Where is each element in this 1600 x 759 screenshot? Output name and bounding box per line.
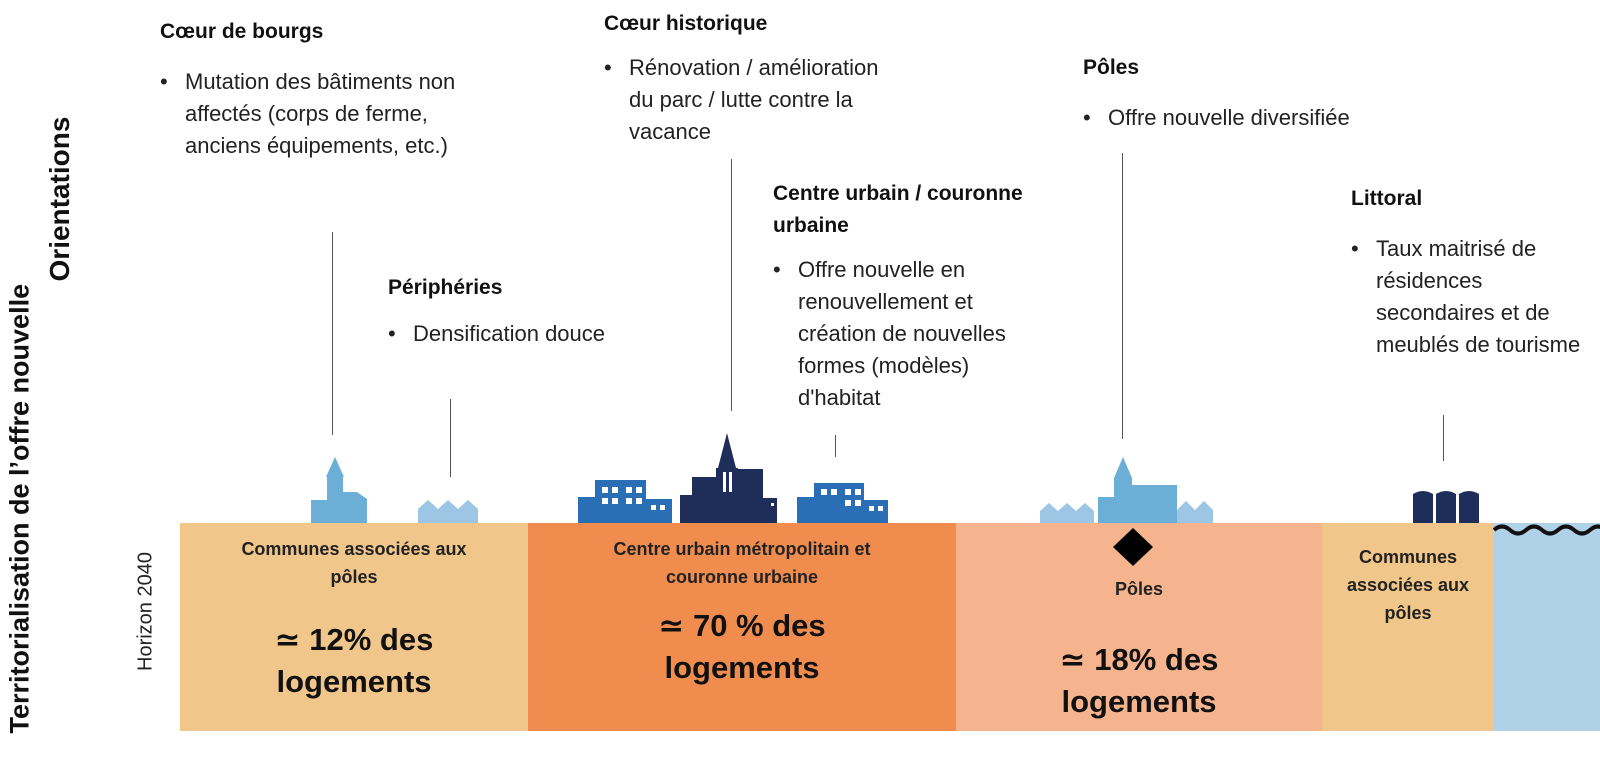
seaside-houses-icon: [1413, 491, 1479, 523]
orientation-item: Rénovation / amélioration du parc / lutt…: [604, 52, 894, 148]
orientation-centre-urbain: Centre urbain / couronne urbaine Offre n…: [773, 178, 1038, 414]
orientation-item: Densification douce: [388, 318, 648, 350]
connector-line: [1122, 153, 1123, 439]
orientation-title: Cœur de bourgs: [160, 20, 324, 43]
band-title: Pôles: [1114, 579, 1164, 599]
band-title: Communes associées aux pôles: [241, 539, 467, 587]
town-buildings-icon: [1040, 457, 1213, 523]
band-communes-associees: Communes associées aux pôles ≃ 12% des l…: [180, 523, 528, 731]
orientation-coeur-historique: Cœur historique Rénovation / amélioratio…: [604, 8, 894, 148]
connector-line: [332, 232, 333, 435]
orientation-littoral: Littoral Taux maitrisé de résidences sec…: [1351, 183, 1596, 361]
orientation-title: Centre urbain / couronne urbaine: [773, 182, 1023, 237]
connector-line: [450, 399, 451, 477]
window-marks: [602, 487, 883, 511]
orientation-peripheries: Périphéries Densification douce: [388, 272, 648, 350]
cathedral-icon: [680, 433, 777, 523]
pole-diamond-icon: [1113, 528, 1153, 566]
band-share: ≃ 70 % des logements: [658, 608, 826, 685]
orientation-title: Cœur historique: [604, 12, 768, 35]
village-church-icon: [311, 457, 367, 523]
orientation-poles: Pôles Offre nouvelle diversifiée: [1083, 52, 1413, 134]
band-share: ≃ 12% des logements: [274, 622, 434, 699]
band-communes-associees-littoral: Communes associées aux pôles: [1322, 523, 1494, 731]
band-sea: [1494, 523, 1600, 731]
orientation-item: Offre nouvelle en renouvellement et créa…: [773, 254, 1038, 414]
orientation-title: Pôles: [1083, 56, 1140, 79]
band-share: ≃ 18% des logements: [1059, 642, 1219, 719]
orientation-coeur-de-bourgs: Cœur de bourgs Mutation des bâtiments no…: [160, 16, 460, 162]
connector-line: [1443, 415, 1444, 461]
cathedral-window-marks: [723, 472, 774, 506]
wave-icon: [1492, 524, 1600, 536]
orientation-item: Taux maitrisé de résidences secondaires …: [1351, 233, 1596, 361]
connector-line: [835, 435, 836, 457]
band-centre-urbain: Centre urbain métropolitain et couronne …: [528, 523, 956, 731]
connector-line: [731, 159, 732, 411]
band-title: Communes associées aux pôles: [1346, 547, 1470, 623]
orientation-title: Périphéries: [388, 276, 503, 299]
houses-icon: [418, 500, 478, 523]
orientation-item: Mutation des bâtiments non affectés (cor…: [160, 66, 460, 162]
orientation-title: Littoral: [1351, 187, 1423, 210]
orientation-item: Offre nouvelle diversifiée: [1083, 102, 1413, 134]
band-title: Centre urbain métropolitain et couronne …: [613, 539, 871, 587]
band-poles: Pôles ≃ 18% des logements: [956, 523, 1322, 731]
